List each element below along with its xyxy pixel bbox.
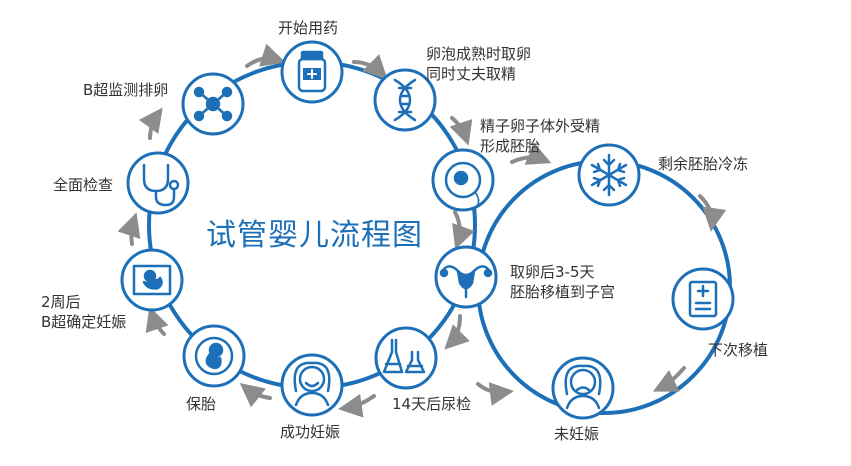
stethoscope-icon [142, 163, 180, 207]
molecule-icon [193, 86, 233, 122]
step-label-urine-test: 14天后尿检 [392, 394, 471, 414]
egg-cell-icon [444, 161, 482, 207]
uterus-icon [439, 265, 493, 299]
flask-icon [382, 338, 426, 374]
dna-icon [393, 78, 417, 122]
flow-arrow [449, 116, 473, 146]
step-label-ultrasound-confirm: 2周后 B超确定妊娠 [41, 292, 126, 332]
diagram-title: 试管婴儿流程图 [206, 218, 423, 253]
step-label-full-exam: 全面检查 [53, 175, 113, 195]
label-line: B超确定妊娠 [41, 313, 127, 331]
step-label-fertilization: 精子卵子体外受精 形成胚胎 [480, 116, 600, 156]
step-label-embryo-transfer: 取卵后3-5天 胚胎移植到子宫 [510, 262, 615, 302]
step-label-freeze-embryos: 剩余胚胎冷冻 [658, 154, 748, 174]
flow-arrow [698, 194, 727, 232]
step-label-egg-retrieval: 卵泡成熟时取卵 同时丈夫取精 [426, 44, 531, 84]
label-line: 保胎 [186, 395, 217, 413]
sad-woman-icon [564, 364, 602, 410]
step-label-prenatal-care: 保胎 [186, 394, 216, 414]
label-line: 同时丈夫取精 [426, 65, 517, 83]
flow-arrow [117, 212, 141, 246]
step-label-not-pregnant: 未妊娠 [554, 424, 599, 444]
label-line: B超监测排卵 [83, 81, 169, 99]
label-line: 未妊娠 [554, 425, 600, 443]
step-node-urine-test [374, 326, 438, 390]
label-line: 精子卵子体外受精 [480, 117, 601, 135]
flow-arrow [352, 54, 388, 80]
label-line: 卵泡成熟时取卵 [426, 45, 532, 63]
step-label-medication: 开始用药 [278, 18, 338, 38]
label-line: 下次移植 [708, 341, 769, 359]
label-line: 2周后 [41, 293, 81, 311]
step-label-ovulation-monitor: B超监测排卵 [83, 80, 168, 100]
ultrasound-fetus-icon [132, 264, 172, 296]
label-line: 开始用药 [278, 19, 339, 37]
flow-arrow [476, 382, 514, 406]
label-line: 全面检查 [53, 176, 114, 194]
step-node-egg-retrieval [373, 68, 437, 132]
flow-arrow [138, 107, 163, 140]
flow-arrow [338, 393, 376, 418]
flow-arrow [510, 142, 552, 165]
fetus-icon [194, 336, 234, 376]
icons [132, 50, 718, 410]
label-line: 剩余胚胎冷冻 [658, 155, 749, 173]
flow-arrow [444, 314, 470, 350]
label-line: 14天后尿检 [392, 395, 472, 413]
snowflake-icon [590, 153, 628, 197]
step-label-pregnant: 成功妊娠 [280, 422, 340, 442]
flow-arrow [145, 306, 169, 336]
step-node-next-transfer [671, 267, 735, 331]
medicine-bottle-icon [297, 50, 327, 93]
flow-arrow [452, 210, 475, 250]
label-line: 形成胚胎 [480, 137, 541, 155]
document-plus-icon [688, 280, 718, 318]
flow-arrow [652, 366, 686, 392]
flow-arrows [117, 43, 727, 418]
label-line: 胚胎移植到子宫 [510, 283, 616, 301]
label-line: 成功妊娠 [280, 423, 341, 441]
flow-arrow [239, 383, 272, 408]
step-label-next-transfer: 下次移植 [708, 340, 768, 360]
happy-woman-icon [293, 361, 331, 407]
label-line: 取卵后3-5天 [510, 263, 595, 281]
flow-arrow [245, 43, 286, 68]
